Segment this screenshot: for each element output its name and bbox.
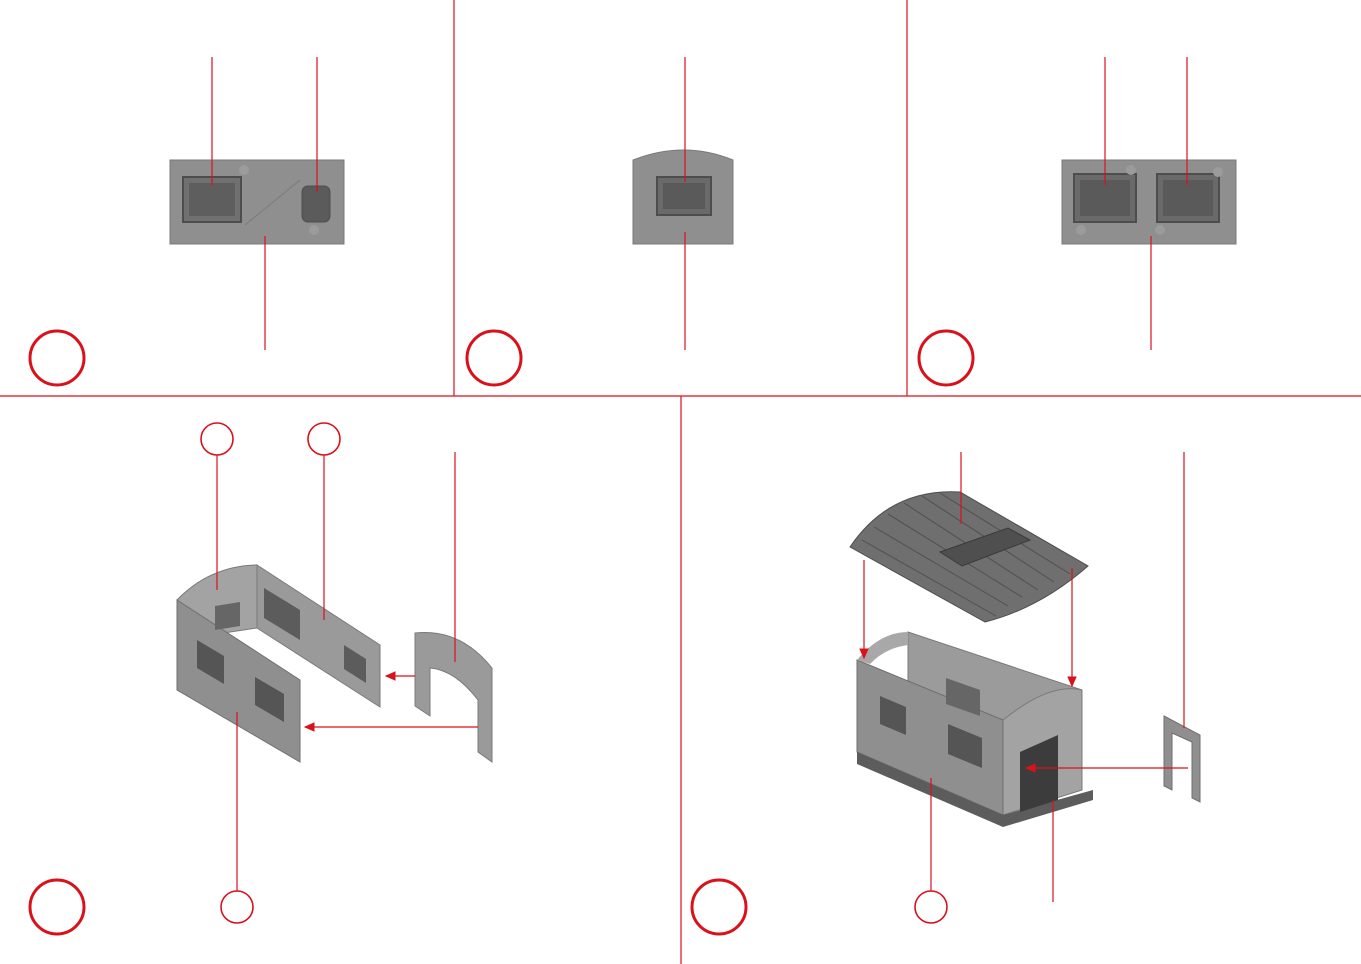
part-reference-circle-c — [221, 891, 253, 923]
step-4-number-circle — [30, 880, 84, 934]
step-5-number-circle — [692, 880, 746, 934]
step-5-panel — [692, 452, 1200, 934]
roof-part — [850, 492, 1088, 622]
door-part — [1164, 716, 1200, 802]
part-reference-circle-d — [915, 891, 947, 923]
part-reference-circle-b — [308, 423, 340, 455]
wall-part-window-small-window — [170, 160, 344, 244]
door-end-wall-part — [415, 632, 492, 762]
part-reference-circle-a — [201, 423, 233, 455]
step-1-panel — [30, 57, 344, 385]
step-2-number-circle — [467, 331, 521, 385]
step-2-panel — [467, 57, 733, 385]
step-3-number-circle — [919, 331, 973, 385]
u-shaped-walls-part — [177, 565, 380, 762]
step-1-number-circle — [30, 331, 84, 385]
wall-part-two-windows — [1062, 160, 1236, 244]
step-3-panel — [919, 57, 1236, 385]
step-4-panel — [30, 423, 492, 934]
house-body-part — [857, 632, 1093, 827]
end-wall-part — [633, 150, 733, 244]
